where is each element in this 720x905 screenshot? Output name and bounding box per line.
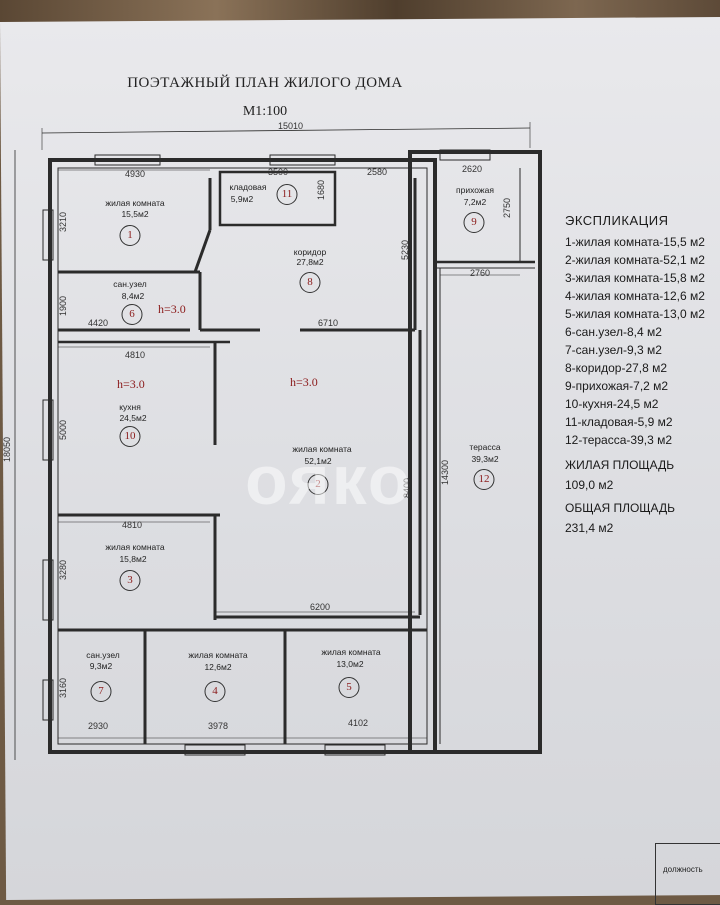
dim-3500: 3500 [268,167,289,177]
title-block-stamp [655,843,720,905]
dim-4420: 4420 [88,318,109,328]
dim-3210: 3210 [58,211,68,232]
room-7-number: 7 [90,681,112,702]
ceiling-height-label: h=3.0 [158,302,186,316]
room-4-area: 12,6м2 [204,662,232,672]
stamp-position-label: должность [663,865,703,874]
room-11-name: кладовая [229,182,267,192]
room-6-name: сан.узел [113,279,147,289]
room-5-number: 5 [338,677,360,698]
explication-item: 1-жилая комната-15,5 м2 [565,235,705,249]
room-8-name: коридор [293,247,327,257]
room-12-name: терасса [469,442,501,452]
room-10-number: 10 [119,426,141,447]
room-10-area: 24,5м2 [119,413,147,423]
dim-3160: 3160 [58,677,68,698]
explication-item: 7-сан.узел-9,3 м2 [565,343,662,357]
explication-item: 5-жилая комната-13,0 м2 [565,307,705,321]
dim-4810-a: 4810 [125,350,146,360]
explication-title: ЭКСПЛИКАЦИЯ [565,213,669,228]
room-4-name: жилая комната [188,650,248,660]
explication-item: 9-прихожая-7,2 м2 [565,379,669,393]
room-2-number: 2 [307,474,329,495]
room-7-name: сан.узел [86,650,120,660]
room-12-area: 39,3м2 [471,454,499,464]
dim-5000: 5000 [58,419,68,440]
explication-item: 12-терасса-39,3 м2 [565,433,673,447]
room-3-area: 15,8м2 [119,554,147,564]
explication-item: 10-кухня-24,5 м2 [565,397,659,411]
total-area-value: 231,4 м2 [565,521,614,535]
room-1-name: жилая комната [105,198,165,208]
dim-4930: 4930 [125,169,146,179]
room-10-name: кухня [119,402,141,412]
dim-3978: 3978 [208,721,229,731]
dim-6200: 6200 [310,602,331,612]
room-8-area: 27,8м2 [296,257,324,267]
ceiling-height-label: h=3.0 [290,375,318,389]
room-6-number: 6 [121,304,143,325]
explication-item: 4-жилая комната-12,6 м2 [565,289,705,303]
room-1-number: 1 [119,225,141,246]
room-4-number: 4 [204,681,226,702]
room-12-number: 12 [473,469,495,490]
dim-1900: 1900 [58,295,68,316]
dim-2760: 2760 [470,268,491,278]
room-2-name: жилая комната [292,444,352,454]
plan-title: ПОЭТАЖНЫЙ ПЛАН ЖИЛОГО ДОМА [127,75,403,91]
plan-scale: М1:100 [242,104,288,119]
dim-2750: 2750 [502,197,512,218]
dim-total-width: 15010 [278,121,304,131]
room-5-name: жилая комната [321,647,381,657]
room-9-area: 7,2м2 [463,197,487,207]
room-8-number: 8 [299,272,321,293]
dim-14300: 14300 [440,459,450,485]
dim-2620: 2620 [462,164,483,174]
watermark-logo: ояко [245,441,413,519]
living-area-value: 109,0 м2 [565,478,614,492]
room-6-area: 8,4м2 [121,291,145,301]
room-1-area: 15,5м2 [121,209,149,219]
dim-2580: 2580 [367,167,388,177]
room-2-area: 52,1м2 [304,456,332,466]
room-9-number: 9 [463,212,485,233]
dim-1680: 1680 [316,179,326,200]
explication-item: 6-сан.узел-8,4 м2 [565,325,662,339]
total-area-label: ОБЩАЯ ПЛОЩАДЬ [565,501,675,515]
dim-total-height: 18050 [2,436,12,462]
dim-2930: 2930 [88,721,109,731]
living-area-label: ЖИЛАЯ ПЛОЩАДЬ [565,458,675,472]
room-11-number: 11 [276,184,298,205]
room-9-name: прихожая [456,185,494,195]
dim-6710: 6710 [318,318,339,328]
ceiling-height-label: h=3.0 [117,377,145,391]
dim-5230: 5230 [400,239,410,260]
explication-item: 2-жилая комната-52,1 м2 [565,253,705,267]
explication-item: 3-жилая комната-15,8 м2 [565,271,705,285]
dim-4102: 4102 [348,718,369,728]
room-11-area: 5,9м2 [230,194,254,204]
room-3-name: жилая комната [105,542,165,552]
dim-4810-b: 4810 [122,520,143,530]
explication-item: 8-коридор-27,8 м2 [565,361,668,375]
room-3-number: 3 [119,570,141,591]
room-7-area: 9,3м2 [89,661,113,671]
dim-3280: 3280 [58,559,68,580]
room-5-area: 13,0м2 [336,659,364,669]
explication-item: 11-кладовая-5,9 м2 [565,415,673,429]
